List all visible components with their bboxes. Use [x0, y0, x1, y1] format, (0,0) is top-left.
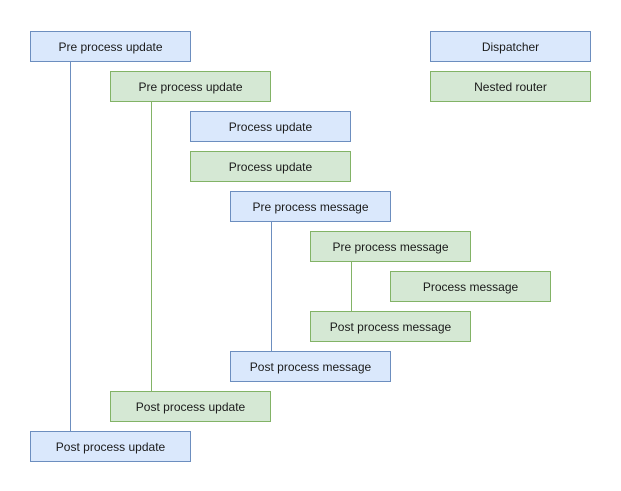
process-message-router-label: Process message — [422, 279, 519, 294]
post-process-message-router-label: Post process message — [329, 319, 452, 334]
legend-dispatcher-label: Dispatcher — [481, 39, 540, 54]
legend-dispatcher[interactable]: Dispatcher — [430, 31, 591, 62]
post-process-message-dispatcher-label: Post process message — [249, 359, 372, 374]
process-update-router-label: Process update — [228, 159, 313, 174]
post-process-update-dispatcher[interactable]: Post process update — [30, 431, 191, 462]
pre-process-message-router[interactable]: Pre process message — [310, 231, 471, 262]
pre-process-message-dispatcher[interactable]: Pre process message — [230, 191, 391, 222]
edge-pre-post-update-router — [151, 102, 152, 391]
process-message-router[interactable]: Process message — [390, 271, 551, 302]
legend-nested-router[interactable]: Nested router — [430, 71, 591, 102]
edge-pre-post-update-dispatcher — [70, 62, 71, 431]
post-process-update-dispatcher-label: Post process update — [55, 439, 166, 454]
edge-pre-post-message-router — [351, 262, 352, 311]
edge-pre-post-message-dispatcher — [271, 222, 272, 351]
process-update-dispatcher-label: Process update — [228, 119, 313, 134]
process-update-router[interactable]: Process update — [190, 151, 351, 182]
post-process-update-router-label: Post process update — [135, 399, 246, 414]
pre-process-update-router-label: Pre process update — [138, 79, 243, 94]
legend-nested-router-label: Nested router — [474, 79, 547, 94]
process-update-dispatcher[interactable]: Process update — [190, 111, 351, 142]
post-process-message-dispatcher[interactable]: Post process message — [230, 351, 391, 382]
pre-process-update-router[interactable]: Pre process update — [110, 71, 271, 102]
pre-process-message-router-label: Pre process message — [332, 239, 449, 254]
post-process-message-router[interactable]: Post process message — [310, 311, 471, 342]
pre-process-update-dispatcher[interactable]: Pre process update — [30, 31, 191, 62]
pre-process-update-dispatcher-label: Pre process update — [58, 39, 163, 54]
pre-process-message-dispatcher-label: Pre process message — [252, 199, 369, 214]
post-process-update-router[interactable]: Post process update — [110, 391, 271, 422]
